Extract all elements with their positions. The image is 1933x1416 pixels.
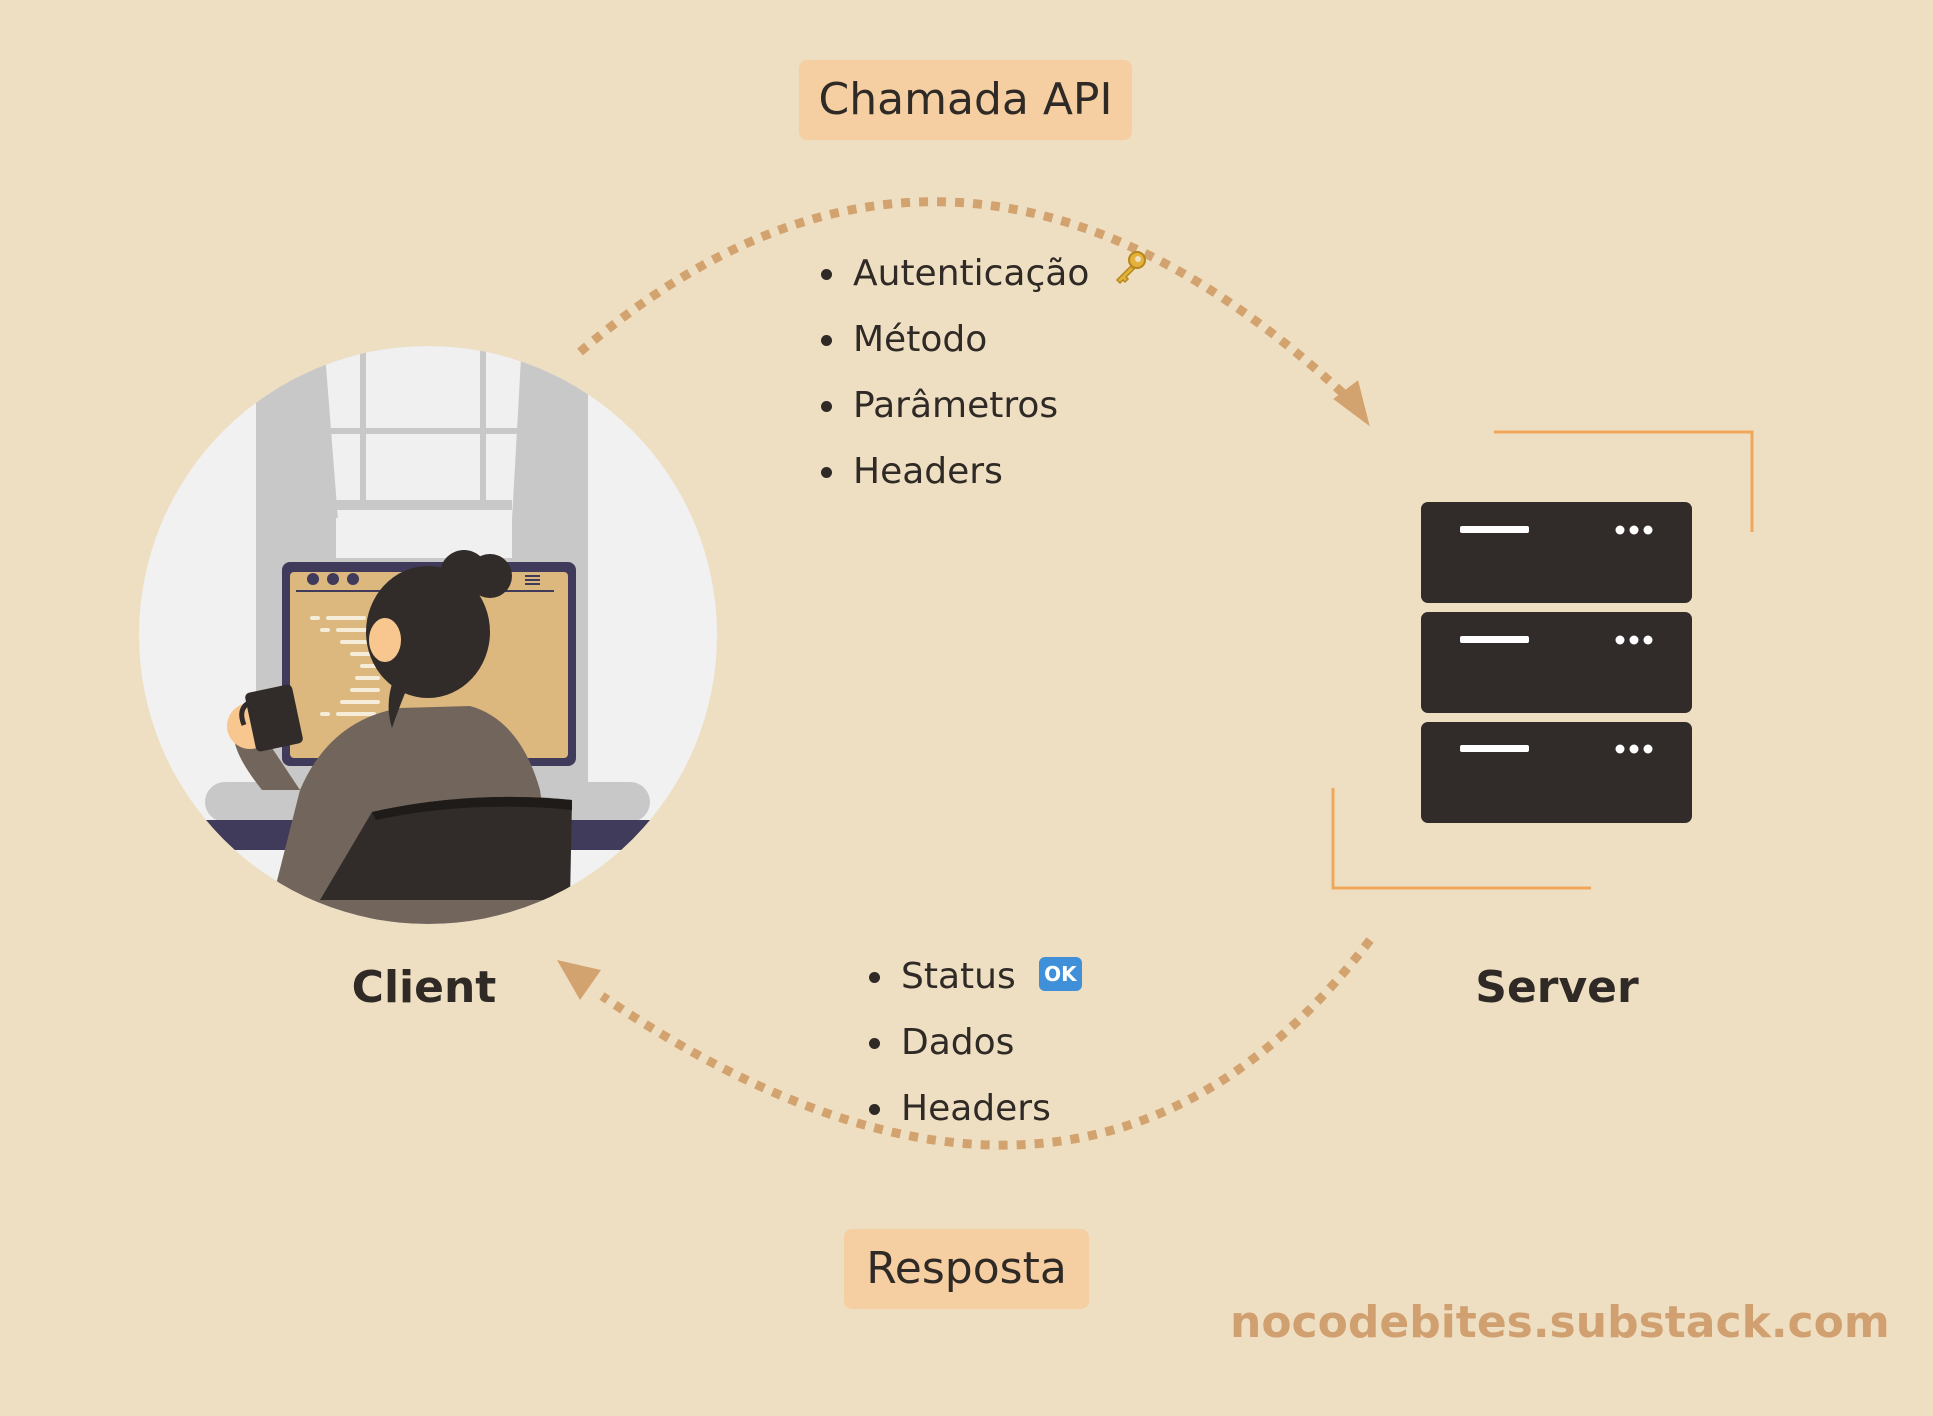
list-item: Autenticação [819, 241, 1147, 307]
request-arrow [577, 197, 1370, 427]
ok-badge-icon: OK [1039, 957, 1082, 991]
list-item: Headers [867, 1076, 1082, 1142]
response-tag: Resposta [844, 1229, 1089, 1309]
request-items-list: Autenticação Método Parâmetros Headers [819, 241, 1147, 505]
list-item: Parâmetros [819, 373, 1147, 439]
server-bracket-top [1494, 430, 1754, 532]
server-unit [1421, 612, 1692, 713]
response-item-status: Status [901, 956, 1016, 997]
list-item: Headers [819, 439, 1147, 505]
server-bracket-bottom [1331, 788, 1591, 890]
response-arrow [557, 937, 1374, 1150]
request-tag: Chamada API [799, 60, 1132, 140]
client-label: Client [351, 962, 497, 1013]
server-unit [1421, 502, 1692, 603]
server-icon [1421, 502, 1692, 823]
server-unit [1421, 722, 1692, 823]
watermark-link[interactable]: nocodebites.substack.com [1230, 1297, 1890, 1348]
request-item-auth: Autenticação [853, 253, 1090, 294]
client-illustration [139, 346, 717, 924]
list-item: Dados [867, 1010, 1082, 1076]
list-item: Status OK [867, 944, 1082, 1010]
response-items-list: Status OK Dados Headers [867, 944, 1082, 1142]
key-icon [1111, 242, 1147, 308]
server-label: Server [1475, 962, 1639, 1013]
list-item: Método [819, 307, 1147, 373]
